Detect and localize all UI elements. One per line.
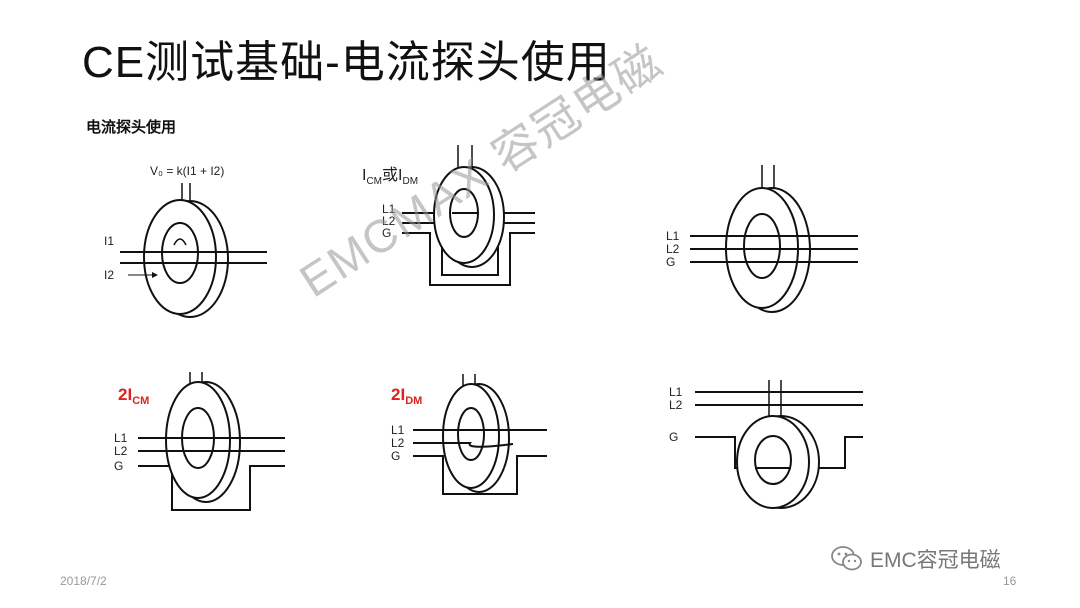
red-dm-label: 2IDM (391, 385, 422, 407)
slide-title: CE测试基础-电流探头使用 (82, 38, 611, 87)
label-g: G (666, 255, 675, 269)
equation-label: V₀ = k(I1 + I2) (150, 164, 224, 178)
wechat-account-name: EMC容冠电磁 (870, 549, 1001, 572)
probe-diagram-4: 2ICM L1 L2 G (114, 372, 285, 511)
page-number: 16 (1003, 574, 1017, 588)
label-i1: I1 (104, 234, 114, 248)
probe-diagram-3: L1 L2 G (666, 165, 858, 313)
label-g: G (391, 449, 400, 463)
cm-dm-label: ICM或IDM (362, 166, 418, 187)
label-g: G (669, 430, 678, 444)
probe-diagram-1: V₀ = k(I1 + I2) I1 I2 (104, 164, 267, 318)
label-l1: L1 (382, 202, 396, 216)
label-l2: L2 (669, 398, 683, 412)
label-g: G (114, 459, 123, 473)
label-l2: L2 (382, 214, 396, 228)
red-cm-label: 2ICM (118, 385, 149, 407)
probe-diagram-6: L1 L2 G (669, 380, 863, 509)
label-l2: L2 (666, 242, 680, 256)
label-i2: I2 (104, 268, 114, 282)
label-l2: L2 (114, 444, 128, 458)
label-l1: L1 (114, 431, 128, 445)
label-l2: L2 (391, 436, 405, 450)
wechat-icon (831, 546, 862, 571)
section-subtitle: 电流探头使用 (86, 119, 177, 136)
label-l1: L1 (669, 385, 683, 399)
slide-date: 2018/7/2 (60, 574, 107, 588)
probe-diagram-5: 2IDM L1 L2 G (391, 374, 547, 495)
label-g: G (382, 226, 391, 240)
label-l1: L1 (666, 229, 680, 243)
label-l1: L1 (391, 423, 405, 437)
probe-diagram-2: ICM或IDM L1 L2 G (362, 145, 535, 286)
wechat-badge: EMC容冠电磁 (830, 544, 1001, 574)
